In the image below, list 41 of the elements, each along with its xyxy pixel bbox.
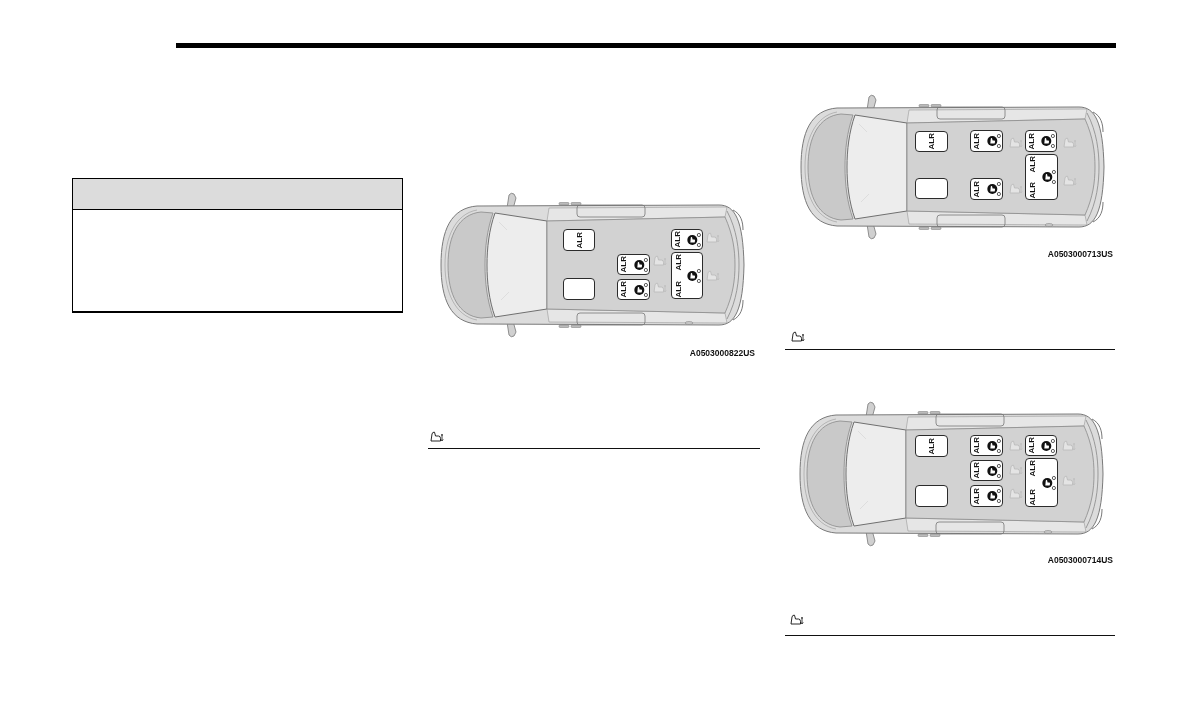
alr-label: ALR: [619, 256, 628, 273]
alr-label: ALR: [1028, 460, 1037, 477]
seat-position: [915, 178, 948, 199]
seat-position: [970, 485, 1003, 507]
seat-position: [563, 278, 595, 300]
seat-position: [915, 131, 948, 152]
alr-label: ALR: [1027, 132, 1036, 150]
alr-label: ALR: [972, 487, 981, 505]
alr-label: ALR: [1028, 181, 1037, 198]
seat-position: [1025, 154, 1058, 200]
alr-label: ALR: [619, 281, 628, 298]
figure-code-label: A0503000822US: [689, 348, 755, 358]
alr-label: ALR: [674, 280, 683, 297]
alr-label: ALR: [1028, 156, 1037, 173]
alr-label: ALR: [927, 133, 936, 150]
seat-position: [970, 178, 1003, 200]
alr-label: ALR: [1028, 488, 1037, 505]
seat-position: [617, 279, 650, 300]
alr-label: ALR: [972, 462, 981, 479]
alr-label: ALR: [972, 132, 981, 150]
alr-label: ALR: [927, 437, 936, 455]
figure-code-label: A0503000713US: [1047, 249, 1113, 259]
seat-position: [970, 460, 1003, 481]
alr-label: ALR: [972, 437, 981, 454]
seat-position: [617, 254, 650, 275]
figure-code-label: A0503000714US: [1047, 555, 1113, 565]
alr-label: ALR: [673, 231, 682, 248]
seat-position: [671, 229, 703, 250]
alr-label: ALR: [574, 231, 584, 249]
seat-position: [1025, 130, 1057, 152]
alr-label: ALR: [1027, 437, 1036, 454]
seat-position: [915, 485, 948, 507]
seat-position: [563, 229, 595, 251]
seat-position: [1025, 458, 1058, 507]
alr-label: ALR: [674, 254, 683, 271]
seat-position: [1025, 435, 1057, 456]
alr-label: ALR: [972, 180, 981, 198]
seat-position: [915, 435, 948, 457]
seat-position: [671, 252, 703, 299]
seat-position: [970, 130, 1003, 152]
seat-position: [970, 435, 1003, 456]
